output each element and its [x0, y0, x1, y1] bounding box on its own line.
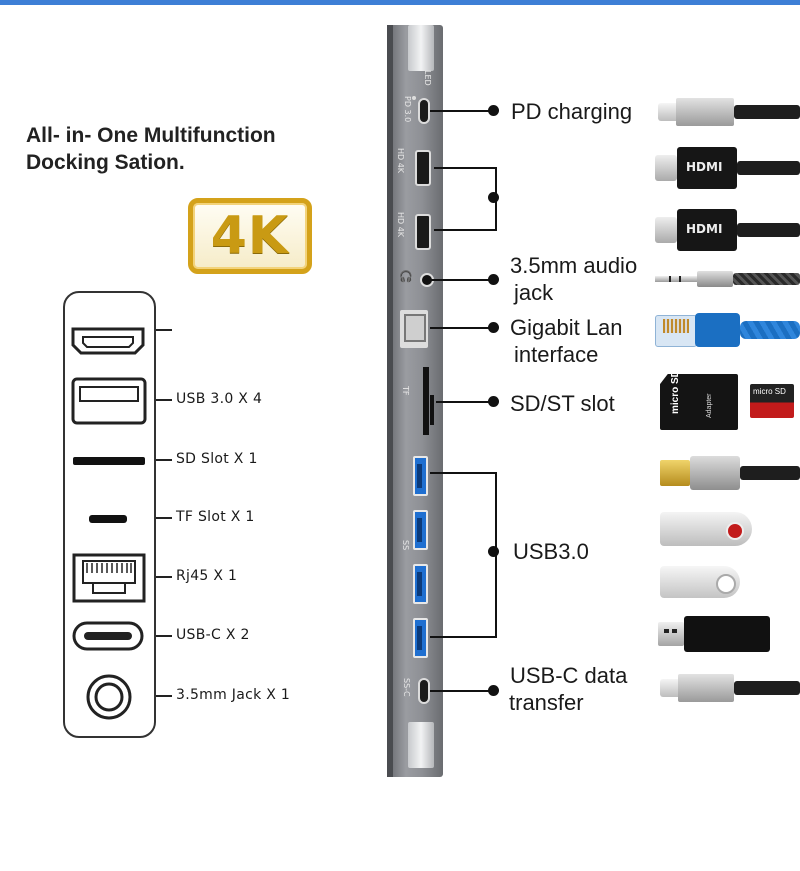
headphone-icon: 🎧 [399, 271, 413, 283]
ss-label: SS [401, 540, 410, 551]
usbc-callout-dot [488, 685, 499, 696]
title-line-2: Docking Sation. [26, 151, 185, 174]
usb-c-data-port[interactable] [418, 678, 430, 704]
top-accent-bar [0, 0, 800, 5]
lan-cable [655, 311, 800, 349]
usb-flash-drive-1 [660, 512, 752, 546]
lan-callout-dot [488, 322, 499, 333]
tf-panel-tick [156, 517, 172, 519]
hdmi2-port-label: HD 4K [396, 212, 405, 238]
hdmi1-port-label: HD 4K [396, 148, 405, 174]
micro-sd-text: micro SD [753, 387, 786, 396]
sd-slot-icon [73, 457, 145, 465]
hdmi-text-1: HDMI [686, 160, 723, 174]
usb-a-port-icon [71, 377, 147, 425]
pd-port-label: PD 3.0 [403, 96, 412, 123]
lan-port-inner [404, 314, 426, 342]
hdmi-port-icon [71, 327, 145, 355]
sd-adapter-text: Adapter [706, 393, 713, 418]
hdmi-port-1[interactable] [415, 150, 431, 186]
usb-flash-drive-2 [660, 566, 740, 598]
usbc-label-line1: USB-C data [510, 663, 628, 688]
lan-port[interactable] [400, 310, 428, 348]
panel-label-jack: 3.5mm Jack X 1 [176, 687, 291, 703]
usb3-label: USB3.0 [513, 539, 589, 564]
hdmi-cable-1: HDMI [655, 147, 800, 189]
dock-bottom-hinge [408, 722, 434, 768]
micro-sd-card: micro SD [750, 384, 794, 418]
usb-c-port-icon [72, 621, 144, 651]
panel-label-tf: TF Slot X 1 [176, 509, 255, 525]
tf-slot-icon [89, 515, 127, 523]
usb-panel-tick [156, 399, 172, 401]
panel-label-usb: USB 3.0 X 4 [176, 391, 263, 407]
sd-panel-tick [156, 459, 172, 461]
usb4-callout-line [430, 636, 496, 638]
sd-slot-label: SD/ST slot [510, 391, 615, 416]
sd-card: micro SD Adapter [660, 374, 738, 430]
hdmi-port-2[interactable] [415, 214, 431, 250]
port-diagram-panel [63, 291, 156, 738]
jack-panel-tick [156, 695, 172, 697]
hdmi1-callout-line [434, 167, 496, 169]
pd-callout-line [430, 110, 492, 112]
tf-card-slot[interactable] [430, 395, 434, 425]
usb-port-1[interactable] [413, 456, 428, 496]
lan-callout-line [430, 327, 492, 329]
panel-label-usbc: USB-C X 2 [176, 627, 250, 643]
usb-a-cable [660, 456, 800, 490]
audio-jack-icon [86, 674, 132, 720]
usb-c-tongue-icon [84, 632, 132, 640]
audio-cable [655, 268, 800, 290]
usbc-callout-line [430, 690, 492, 692]
audio-label-line2: jack [514, 280, 554, 305]
ssc-label: SS-C [402, 678, 411, 697]
panel-label-rj45: Rj45 X 1 [176, 568, 238, 584]
sd-callout-line [436, 401, 492, 403]
led-indicator [412, 96, 416, 100]
hdmi-callout-dot [488, 192, 499, 203]
usb-callout-dot [488, 546, 499, 557]
lan-label-line1: Gigabit Lan [510, 315, 623, 340]
panel-label-sd: SD Slot X 1 [176, 451, 258, 467]
title-line-1: All- in- One Multifunction [26, 124, 276, 147]
4k-badge-text: 4K [210, 206, 290, 266]
led-label: LED [423, 70, 432, 86]
usb-c-cable-pd [658, 98, 800, 126]
lan-label-line2: interface [514, 342, 599, 367]
port-diagram-icons [71, 327, 147, 720]
usb1-callout-line [430, 472, 496, 474]
4k-badge: 4K [188, 198, 312, 274]
rj45-panel-tick [156, 576, 172, 578]
audio-label-line1: 3.5mm audio [510, 253, 638, 278]
usbc-label-line2: transfer [509, 690, 584, 715]
usb-port-3[interactable] [413, 564, 428, 604]
pd-usb-c-port[interactable] [418, 98, 430, 124]
pd-callout-dot [488, 105, 499, 116]
sd-card-slot[interactable] [423, 367, 429, 435]
rj45-port-icon [72, 553, 146, 603]
page-title: All- in- One Multifunction Docking Satio… [26, 122, 276, 176]
dock-edge [387, 25, 393, 777]
usb-port-2[interactable] [413, 510, 428, 550]
audio-callout-line [430, 279, 492, 281]
hdmi2-callout-line [434, 229, 496, 231]
hdmi-text-2: HDMI [686, 222, 723, 236]
sd-callout-dot [488, 396, 499, 407]
usb-c-cable-data [660, 674, 800, 702]
usb-flash-drive-3 [658, 616, 770, 652]
pd-charging-label: PD charging [511, 99, 633, 124]
usbc-panel-tick [156, 635, 172, 637]
dock-top-hinge [408, 25, 434, 71]
audio-callout-dot [488, 274, 499, 285]
hdmi-panel-tick [156, 329, 172, 331]
tf-label: TF [401, 386, 410, 396]
usb-port-4[interactable] [413, 618, 428, 658]
hdmi-cable-2: HDMI [655, 209, 800, 251]
sd-card-text: micro SD [670, 370, 681, 414]
